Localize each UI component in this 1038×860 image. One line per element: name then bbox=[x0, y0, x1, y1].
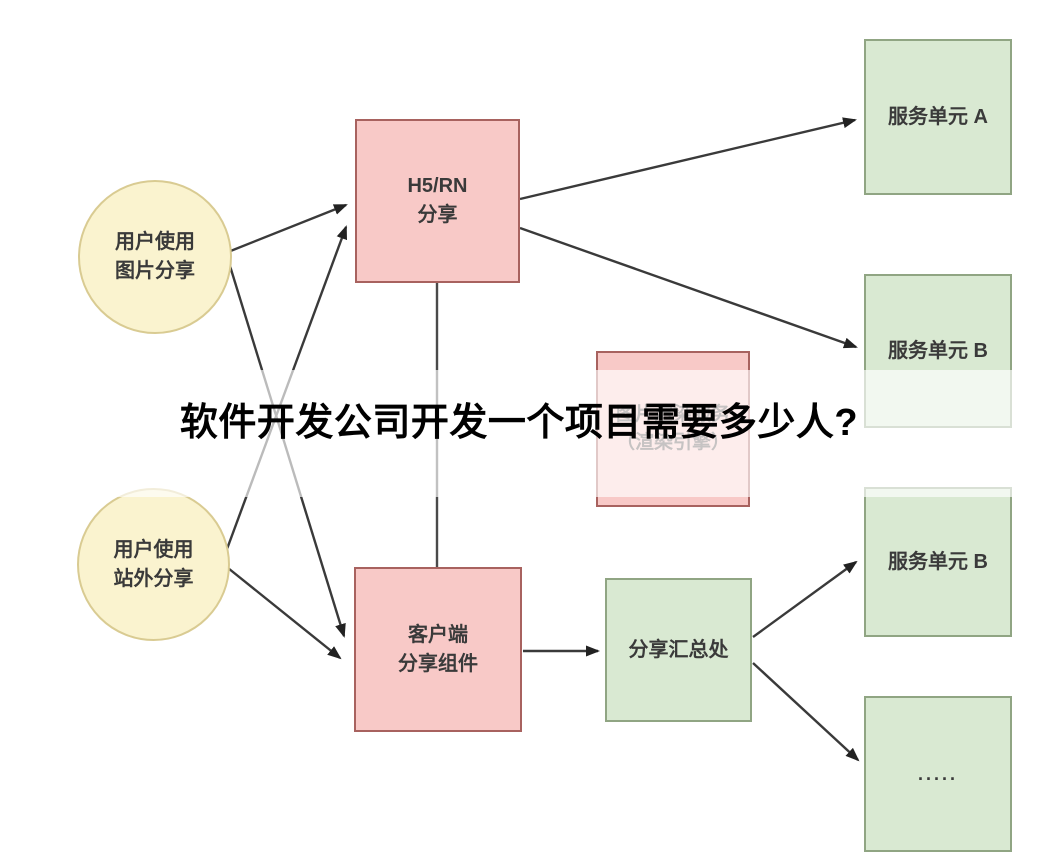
node-share-hub: 分享汇总处 bbox=[605, 578, 752, 722]
title-band-overlay bbox=[0, 370, 1038, 497]
edge-user-offsite-to-client bbox=[227, 567, 342, 660]
node-user-image-share-label: 用户使用 图片分享 bbox=[115, 231, 195, 282]
node-share-hub-label: 分享汇总处 bbox=[628, 638, 729, 661]
node-user-offsite-share-label: 用户使用 站外分享 bbox=[113, 538, 194, 590]
node-service-unit-a-label: 服务单元 A bbox=[888, 105, 988, 128]
node-service-unit-a: 服务单元 A bbox=[864, 39, 1012, 195]
node-user-image-share: 用户使用 图片分享 bbox=[78, 180, 232, 334]
edge-h5rn-to-service-b1 bbox=[519, 226, 858, 349]
node-service-unit-more: ..... bbox=[864, 696, 1012, 852]
node-service-unit-b2: 服务单元 B bbox=[864, 487, 1012, 637]
edge-h5rn-to-service-a bbox=[519, 117, 857, 201]
node-service-unit-b2-label: 服务单元 B bbox=[888, 550, 988, 573]
node-client-share-component: 客户端 分享组件 bbox=[354, 567, 522, 732]
node-service-unit-b1-label: 服务单元 B bbox=[888, 339, 988, 362]
edge-hub-to-service-b2 bbox=[752, 560, 858, 638]
node-user-offsite-share: 用户使用 站外分享 bbox=[77, 488, 230, 641]
node-client-share-component-label: 客户端 分享组件 bbox=[398, 623, 478, 675]
node-h5rn-share: H5/RN 分享 bbox=[355, 119, 520, 283]
node-h5rn-share-label: H5/RN 分享 bbox=[407, 175, 468, 226]
node-service-unit-more-label: ..... bbox=[917, 763, 958, 784]
page-title: 软件开发公司开发一个项目需要多少人? bbox=[179, 402, 859, 444]
edge-user-image-to-h5rn bbox=[227, 203, 348, 254]
edge-hub-to-more bbox=[752, 662, 860, 762]
